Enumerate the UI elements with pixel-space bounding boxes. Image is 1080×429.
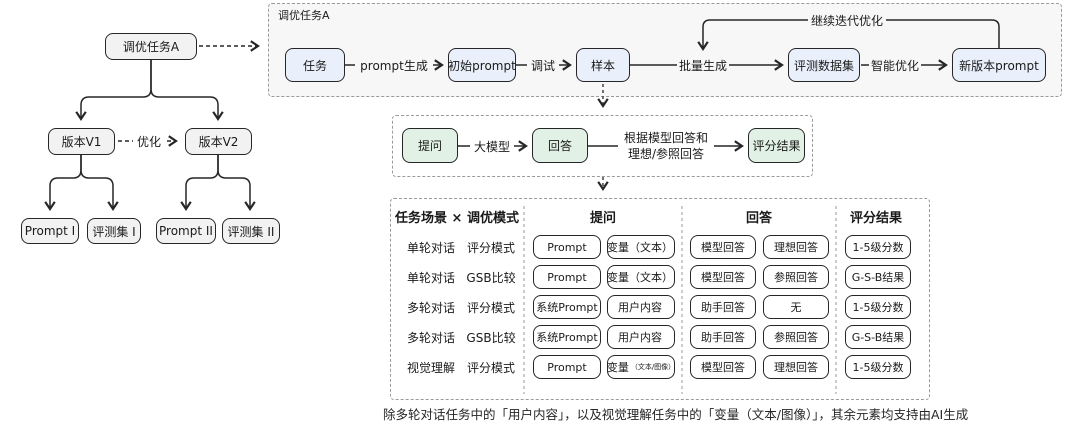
score-basis-line1: 根据模型回答和: [623, 131, 708, 145]
task-node: 任务: [285, 48, 345, 82]
mode-cell: 评分模式: [466, 360, 515, 375]
score-basis-line2: 理想/参照回答: [627, 147, 705, 161]
question-var-text: 变量（文本）: [607, 241, 673, 254]
mode-cell: 评分模式: [466, 300, 515, 315]
table-header-answer: 回答: [745, 210, 772, 226]
question-var-box: 变量（文本）: [607, 265, 675, 289]
mode-cell: 评分模式: [466, 240, 515, 255]
answer-ref-box: 参照回答: [763, 265, 829, 289]
new-prompt-node: 新版本prompt: [952, 48, 1046, 82]
evalset-1-box: 评测集 I: [87, 218, 141, 244]
eval-dataset-node: 评测数据集: [788, 48, 860, 82]
score-box: G-S-B结果: [845, 325, 911, 349]
question-var-subtext: （文本/图像）: [630, 363, 676, 371]
prompt-2-box: Prompt II: [156, 218, 216, 244]
answer-ref-box: 无: [763, 295, 829, 319]
question-prompt-box: Prompt: [533, 355, 601, 379]
evalset-2-box: 评测集 II: [222, 218, 280, 244]
table-header-question: 提问: [589, 210, 616, 226]
scene-cell: 多轮对话: [406, 300, 455, 315]
pipeline-title: 调优任务A: [278, 9, 330, 22]
loop-iterate-label: 继续迭代优化: [808, 12, 886, 28]
edge-label-smart-opt: 智能优化: [869, 57, 921, 73]
question-var-text: 变量（文本）: [607, 271, 673, 284]
question-var-text: 用户内容: [618, 331, 662, 344]
score-box: G-S-B结果: [845, 265, 911, 289]
answer-model-box: 助手回答: [690, 325, 756, 349]
question-var-box: 用户内容: [607, 295, 675, 319]
initial-prompt-node: 初始prompt: [448, 48, 516, 82]
mode-cell: GSB比较: [466, 330, 516, 345]
question-var-box: 用户内容: [607, 325, 675, 349]
mode-cell: GSB比较: [466, 270, 516, 285]
score-box: 1-5级分数: [845, 355, 911, 379]
answer-model-box: 模型回答: [690, 235, 756, 259]
question-node: 提问: [402, 128, 458, 163]
edge-label-score-basis: 根据模型回答和 理想/参照回答: [618, 130, 714, 162]
answer-model-box: 模型回答: [690, 355, 756, 379]
answer-model-box: 助手回答: [690, 295, 756, 319]
scene-cell: 单轮对话: [406, 240, 455, 255]
score-result-node: 评分结果: [748, 128, 805, 163]
edge-label-debug: 调试: [527, 57, 559, 73]
edge-label-batch-gen: 批量生成: [677, 57, 729, 73]
question-prompt-box: Prompt: [533, 265, 601, 289]
optimize-edge-label: 优化: [133, 133, 165, 149]
scene-cell: 单轮对话: [406, 270, 455, 285]
tuning-task-root-box: 调优任务A: [105, 33, 197, 60]
table-header-score: 评分结果: [849, 210, 902, 226]
question-var-box: 变量（文本）: [607, 235, 675, 259]
answer-ref-box: 参照回答: [763, 325, 829, 349]
question-prompt-box: Prompt: [533, 235, 601, 259]
question-var-text: 用户内容: [618, 301, 662, 314]
answer-ref-box: 理想回答: [763, 235, 829, 259]
edge-label-prompt-gen: prompt生成: [355, 57, 433, 73]
answer-model-box: 模型回答: [690, 265, 756, 289]
version-v2-box: 版本V2: [185, 128, 252, 155]
score-box: 1-5级分数: [845, 295, 911, 319]
edge-label-llm: 大模型: [470, 138, 514, 154]
footnote: 除多轮对话任务中的「用户内容」，以及视觉理解任务中的「变量（文本/图像）」，其余…: [383, 407, 969, 422]
question-var-box: 变量（文本/图像）: [607, 355, 675, 379]
prompt-1-box: Prompt I: [21, 218, 79, 244]
answer-ref-box: 理想回答: [763, 355, 829, 379]
version-v1-box: 版本V1: [48, 128, 115, 155]
question-var-text: 变量: [606, 361, 629, 374]
pipeline-container: [268, 3, 1062, 97]
sample-node: 样本: [576, 48, 630, 82]
question-prompt-box: 系统Prompt: [533, 295, 601, 319]
answer-node: 回答: [532, 128, 588, 163]
score-box: 1-5级分数: [845, 235, 911, 259]
scene-cell: 多轮对话: [406, 330, 455, 345]
table-header-scene-mode: 任务场景 × 调优模式: [395, 210, 519, 226]
scene-cell: 视觉理解: [406, 360, 455, 375]
question-prompt-box: 系统Prompt: [533, 325, 601, 349]
